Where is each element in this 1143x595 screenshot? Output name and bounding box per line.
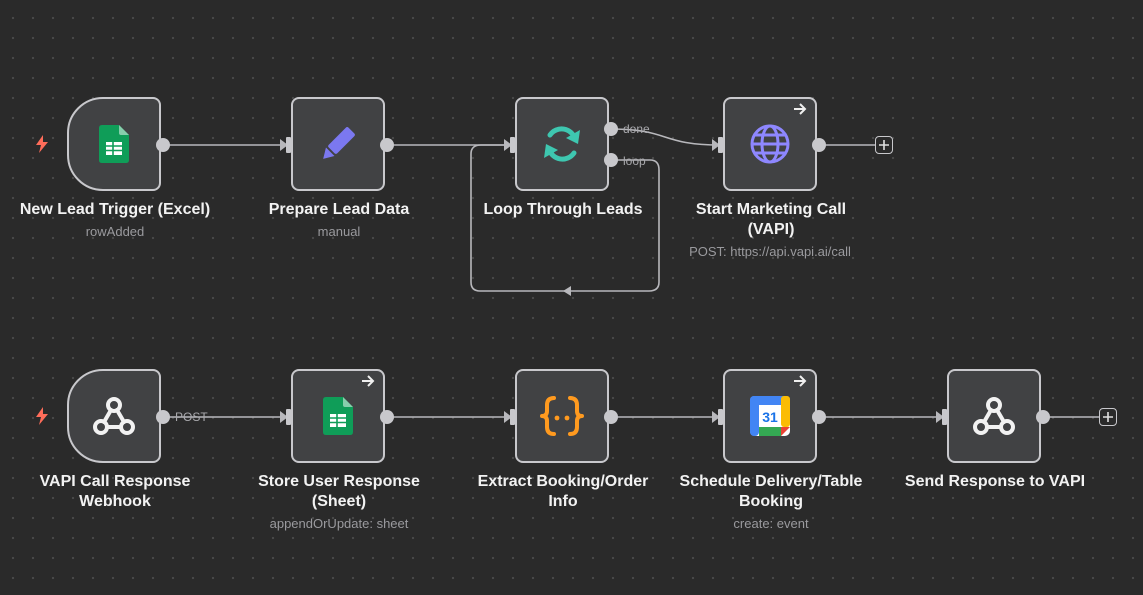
- edge-arrowhead: [504, 139, 512, 151]
- edge-done-to-start-call: [610, 128, 721, 146]
- webhook-icon: [92, 396, 136, 436]
- loop-icon: [540, 122, 584, 166]
- output-handle[interactable]: [1036, 410, 1050, 424]
- node-title: Loop Through Leads: [483, 201, 643, 218]
- code-braces-icon: [540, 394, 584, 438]
- edge-arrowhead: [280, 411, 288, 423]
- output-handle[interactable]: [604, 153, 618, 167]
- input-handle[interactable]: [718, 409, 723, 425]
- node-start-marketing-call[interactable]: [723, 97, 817, 191]
- edge-arrowhead: [712, 411, 720, 423]
- node-extract-booking-order-info[interactable]: [515, 369, 609, 463]
- calendar-day: 31: [762, 409, 778, 425]
- plus-icon: [879, 140, 889, 150]
- output-handle[interactable]: [156, 138, 170, 152]
- node-schedule-delivery-table-booking[interactable]: 31: [723, 369, 817, 463]
- node-subtitle: rowAdded: [85, 224, 145, 239]
- output-handle[interactable]: [604, 410, 618, 424]
- output-handle[interactable]: [812, 138, 826, 152]
- edge-arrowhead: [936, 411, 944, 423]
- add-node-button[interactable]: [1099, 408, 1117, 426]
- node-send-response-to-vapi[interactable]: [947, 369, 1041, 463]
- node-vapi-call-response-webhook[interactable]: [67, 369, 161, 463]
- google-sheets-icon: [323, 397, 353, 435]
- edge-arrowhead: [504, 411, 512, 423]
- edge-label-done: done: [623, 122, 650, 136]
- node-store-user-response[interactable]: [291, 369, 385, 463]
- google-sheets-icon: [99, 125, 129, 163]
- node-title: Extract Booking/Order Info: [477, 473, 649, 510]
- node-title: New Lead Trigger (Excel): [19, 201, 211, 218]
- input-handle[interactable]: [510, 409, 515, 425]
- open-arrow-icon: [793, 374, 807, 393]
- open-arrow-icon: [361, 374, 375, 393]
- output-handle[interactable]: [380, 138, 394, 152]
- input-handle[interactable]: [942, 409, 947, 425]
- trigger-bolt-icon: [36, 135, 48, 153]
- edge-arrowhead: [280, 139, 288, 151]
- globe-icon: [749, 123, 791, 165]
- pencil-icon: [317, 123, 359, 165]
- google-calendar-icon: 31: [750, 396, 790, 436]
- webhook-icon: [972, 396, 1016, 436]
- node-loop-through-leads[interactable]: [515, 97, 609, 191]
- node-title: Send Response to VAPI: [904, 473, 1086, 490]
- node-title: VAPI Call Response Webhook: [39, 473, 191, 510]
- node-subtitle: appendOrUpdate: sheet: [269, 516, 409, 531]
- input-handle[interactable]: [718, 137, 723, 153]
- output-handle[interactable]: [156, 410, 170, 424]
- plus-icon: [1103, 412, 1113, 422]
- output-handle[interactable]: [380, 410, 394, 424]
- input-handle[interactable]: [510, 137, 515, 153]
- edge-label-post: POST: [175, 410, 208, 424]
- node-title: Store User Response (Sheet): [258, 473, 420, 510]
- node-title: Prepare Lead Data: [268, 201, 410, 218]
- output-handle[interactable]: [604, 122, 618, 136]
- trigger-bolt-icon: [36, 407, 48, 425]
- edge-arrowhead: [712, 139, 720, 151]
- input-handle[interactable]: [286, 137, 291, 153]
- node-subtitle: POST: https://api.vapi.ai/call: [689, 244, 851, 259]
- node-title: Start Marketing Call (VAPI): [695, 201, 847, 238]
- node-title: Schedule Delivery/Table Booking: [679, 473, 863, 510]
- output-handle[interactable]: [812, 410, 826, 424]
- node-prepare-lead-data[interactable]: [291, 97, 385, 191]
- edge-arrowhead: [563, 286, 571, 296]
- open-arrow-icon: [793, 102, 807, 121]
- node-subtitle: manual: [317, 224, 361, 239]
- node-subtitle: create: event: [733, 516, 809, 531]
- add-node-button[interactable]: [875, 136, 893, 154]
- edge-label-loop: loop: [623, 154, 646, 168]
- input-handle[interactable]: [286, 409, 291, 425]
